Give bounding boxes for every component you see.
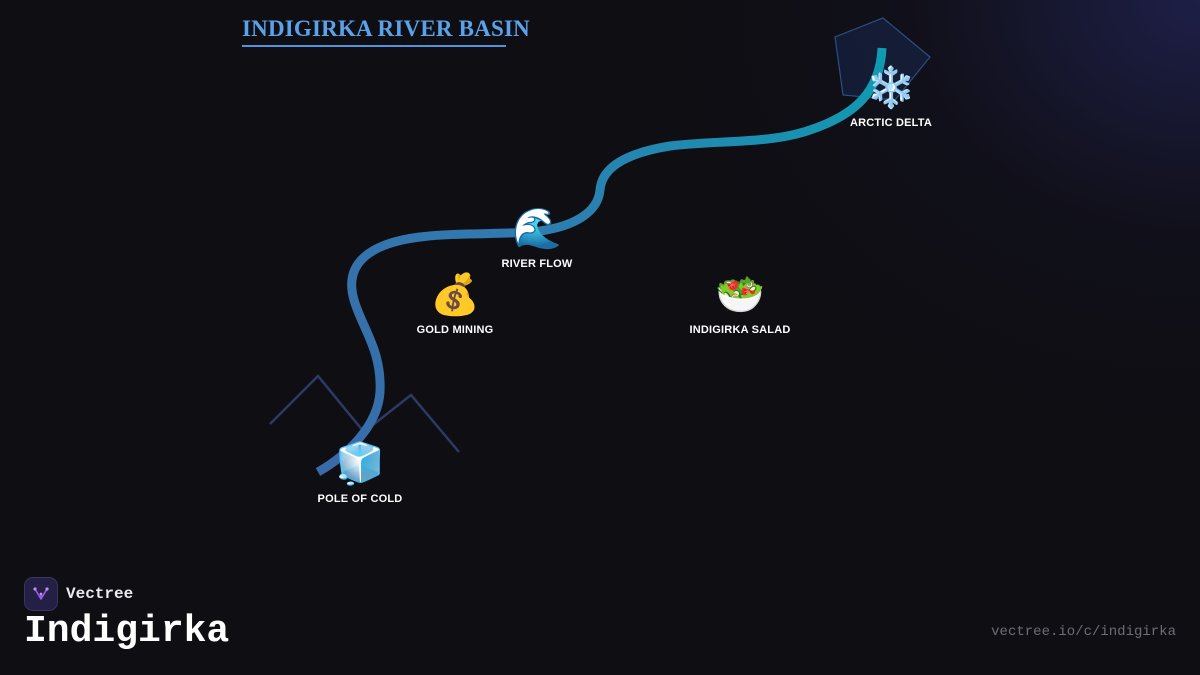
indigirka-river — [315, 47, 887, 476]
tree-icon — [33, 587, 49, 600]
title-underline — [242, 45, 506, 47]
node-pole-of-cold[interactable]: 🧊 POLE OF COLD — [280, 441, 440, 505]
money-bag-icon: 💰 — [430, 272, 480, 318]
node-label: RIVER FLOW — [501, 258, 573, 270]
node-label: GOLD MINING — [416, 324, 494, 336]
node-river-flow[interactable]: 🌊 RIVER FLOW — [457, 206, 617, 270]
node-label: INDIGIRKA SALAD — [689, 324, 791, 336]
node-gold-mining[interactable]: 💰 GOLD MINING — [375, 272, 535, 336]
brand-name: Vectree — [66, 585, 134, 603]
node-indigirka-salad[interactable]: 🥗 INDIGIRKA SALAD — [660, 272, 820, 336]
node-label: ARCTIC DELTA — [849, 117, 933, 129]
brand[interactable]: Vectree — [24, 577, 133, 611]
wave-icon: 🌊 — [512, 206, 562, 252]
node-label: POLE OF COLD — [317, 493, 403, 505]
salad-icon: 🥗 — [715, 272, 765, 318]
node-arctic-delta[interactable]: ❄️ ARCTIC DELTA — [811, 65, 971, 129]
snowflake-icon: ❄️ — [866, 65, 916, 111]
topic-name: Indigirka — [24, 610, 230, 653]
page-url[interactable]: vectree.io/c/indigirka — [991, 624, 1176, 640]
ice-cube-icon: 🧊 — [335, 441, 385, 487]
vectree-logo-icon — [24, 577, 58, 611]
page-title: INDIGIRKA RIVER BASIN — [242, 16, 530, 41]
